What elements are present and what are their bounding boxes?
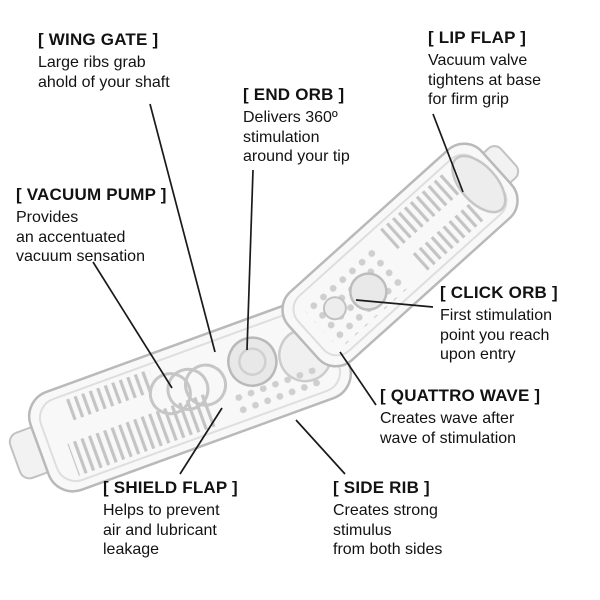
dome-detail [278,327,333,383]
callout-title: [ SIDE RIB ] [333,478,430,497]
vacuum-pump-ribs [62,369,157,422]
callout-title: [ CLICK ORB ] [440,283,558,302]
leader-line-shield-flap [179,407,223,475]
device-lower-half [8,297,353,493]
callout-desc: Helps to prevent air and lubricant leaka… [103,502,220,559]
leader-line-quattro-wave [339,351,377,406]
callout-vacuum-pump: [ VACUUM PUMP ] Provides an accentuated … [16,185,167,267]
callout-title: [ SHIELD FLAP ] [103,478,238,497]
orb-cluster [301,244,409,350]
lip-flap-cap [475,145,520,190]
callout-title: [ WING GATE ] [38,30,159,49]
callout-title: [ QUATTRO WAVE ] [380,386,541,405]
callout-wing-gate: [ WING GATE ] Large ribs grab ahold of y… [38,30,170,92]
click-orb-ball [349,272,388,311]
callout-side-rib: [ SIDE RIB ] Creates strong stimulus fro… [333,478,442,560]
bump-detail [233,365,326,418]
leader-line-vacuum-pump [92,261,173,389]
end-cap [451,154,507,214]
callout-desc: Vacuum valve tightens at base for firm g… [428,52,541,109]
callout-shield-flap: [ SHIELD FLAP ] Helps to prevent air and… [103,478,238,560]
callout-desc: First stimulation point you reach upon e… [440,307,553,364]
end-orb-ball-inner [238,347,267,376]
leader-line-end-orb [246,169,254,351]
coil-detail [184,363,228,407]
callout-title: [ LIP FLAP ] [428,28,527,47]
callout-desc: Large ribs grab ahold of your shaft [38,54,170,91]
callout-lip-flap: [ LIP FLAP ] Vacuum valve tightens at ba… [428,28,541,110]
callout-desc: Creates strong stimulus from both sides [333,502,443,559]
end-orb-ball [227,336,278,387]
quattro-wave-ribs [380,172,462,250]
callout-desc: Delivers 360º stimulation around your ti… [243,109,350,166]
callout-title: [ END ORB ] [243,85,345,104]
callout-click-orb: [ CLICK ORB ] First stimulation point yo… [440,283,558,365]
hinge-joint [277,301,327,359]
leader-line-lip-flap [432,113,464,193]
coil-detail [148,372,192,416]
callout-end-orb: [ END ORB ] Delivers 360º stimulation ar… [243,85,350,167]
callout-desc: Creates wave after wave of stimulation [380,410,517,447]
side-rib-ribs [411,203,484,272]
callout-quattro-wave: [ QUATTRO WAVE ] Creates wave after wave… [380,386,540,448]
leader-line-side-rib [295,419,346,475]
callout-title: [ VACUUM PUMP ] [16,185,167,204]
coil-detail [166,367,210,411]
wing-gate-ribs [67,393,219,476]
leader-line-click-orb [355,299,434,308]
vacuum-pump-cap [8,426,54,480]
orb-small [322,296,347,321]
callout-desc: Provides an accentuated vacuum sensation [16,209,145,266]
